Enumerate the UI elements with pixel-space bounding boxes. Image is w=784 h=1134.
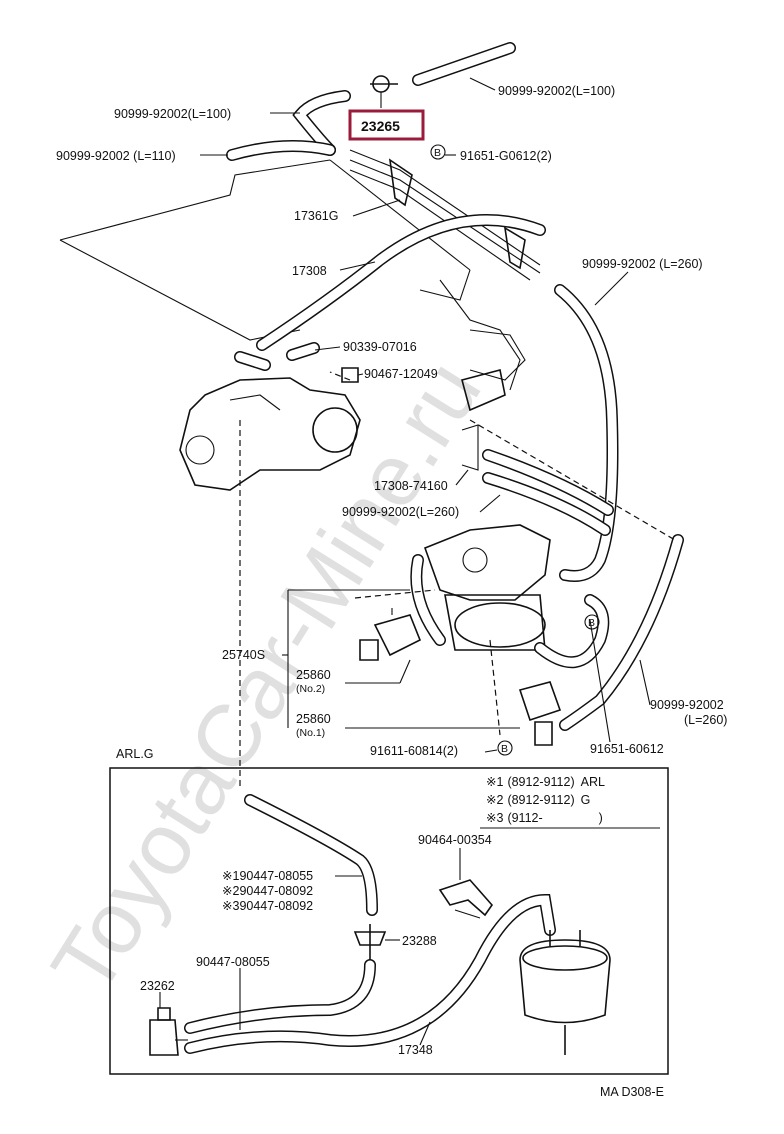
label-17361g: 17361G <box>294 209 338 223</box>
label-no2-tag: (No.2) <box>296 683 325 695</box>
bolt-marker-top: B <box>430 144 446 160</box>
inset-hose-90447[interactable] <box>184 959 376 1034</box>
svg-text:B: B <box>434 147 441 159</box>
label-90447: 90447-08055 <box>196 955 270 969</box>
label-hose-lower-right: 90999-92002 <box>650 698 724 712</box>
vacuum-pipes <box>349 149 541 281</box>
label-hose-top-right: 90999-92002(L=100) <box>498 84 615 98</box>
label-25860-no1: 25860 <box>296 712 331 726</box>
sensor-23262[interactable] <box>149 1007 188 1056</box>
label-90464: 90464-00354 <box>418 833 492 847</box>
label-90339: 90339-07016 <box>343 340 417 354</box>
label-91611: 91611-60814(2) <box>370 744 458 758</box>
vsv-25860-no1[interactable] <box>518 681 562 746</box>
hose-lower-right[interactable] <box>559 534 684 731</box>
label-23262: 23262 <box>140 979 175 993</box>
hose-17308[interactable] <box>256 214 546 351</box>
clip-90464[interactable] <box>438 879 494 919</box>
leader-lines <box>200 77 651 753</box>
inset-hose-17348[interactable] <box>184 893 556 1054</box>
label-25740s: 25740S <box>222 648 265 662</box>
label-hose-top-left: 90999-92002(L=100) <box>114 107 231 121</box>
label-23288: 23288 <box>402 934 437 948</box>
inset-title: ARL.G <box>116 747 154 761</box>
figure-code: MA D308-E <box>600 1085 664 1099</box>
label-23265[interactable]: 23265 <box>361 118 400 134</box>
inset-leaders <box>159 848 461 1046</box>
label-hose-right-260: 90999-92002 (L=260) <box>582 257 703 271</box>
fitting-90339[interactable] <box>286 342 320 361</box>
vsv-25860-no2[interactable] <box>359 608 422 661</box>
label-hose-left-110: 90999-92002 (L=110) <box>56 149 176 163</box>
svg-text:B: B <box>501 743 508 755</box>
label-17308-74160: 17308-74160 <box>374 479 448 493</box>
hose-right-260[interactable] <box>554 284 619 582</box>
legend-2: ※2(8912-9112)G <box>486 793 590 807</box>
label-17308: 17308 <box>292 264 327 278</box>
hose-lower-loop[interactable] <box>534 594 610 669</box>
manifold <box>461 329 526 471</box>
canister-inset[interactable] <box>519 930 611 1055</box>
bolt-marker-right: B <box>584 614 600 630</box>
svg-text:B: B <box>588 617 595 629</box>
legend: ※1(8912-9112)ARL ※2(8912-9112)G ※3(9112-… <box>480 775 660 829</box>
label-alt-3: ※390447-08092 <box>222 899 313 913</box>
label-25860-no2: 25860 <box>296 668 331 682</box>
legend-3: ※3(9112-) <box>486 811 603 825</box>
hose-left-110[interactable] <box>226 140 336 161</box>
hose-mid-260[interactable] <box>482 449 614 536</box>
label-bolt-91651-g: 91651-G0612(2) <box>460 149 552 163</box>
reference-lines <box>239 371 676 790</box>
label-alt-1: ※190447-08055 <box>222 869 313 883</box>
label-hose-mid-260: 90999-92002(L=260) <box>342 505 459 519</box>
legend-1: ※1(8912-9112)ARL <box>486 775 605 789</box>
label-17348: 17348 <box>398 1043 433 1057</box>
inset-hose-upper[interactable] <box>244 794 378 916</box>
label-alt-2: ※290447-08092 <box>222 884 313 898</box>
label-no1-tag: (No.1) <box>296 727 325 739</box>
vsv-assembly-25740s[interactable] <box>410 524 551 651</box>
bolt-marker-bottom: B <box>497 740 513 756</box>
throttle-body <box>179 351 361 491</box>
fitting-90467[interactable] <box>341 367 359 383</box>
inset-frame <box>109 767 669 1075</box>
fitting-23288[interactable] <box>353 924 387 960</box>
label-hose-lower-right-len: (L=260) <box>684 713 727 727</box>
label-90467: 90467-12049 <box>364 367 438 381</box>
highlight-box[interactable] <box>348 109 425 141</box>
hose-top-right[interactable] <box>412 42 516 86</box>
label-91651-60612: 91651-60612 <box>590 742 664 756</box>
fitting-23265[interactable] <box>370 75 398 108</box>
